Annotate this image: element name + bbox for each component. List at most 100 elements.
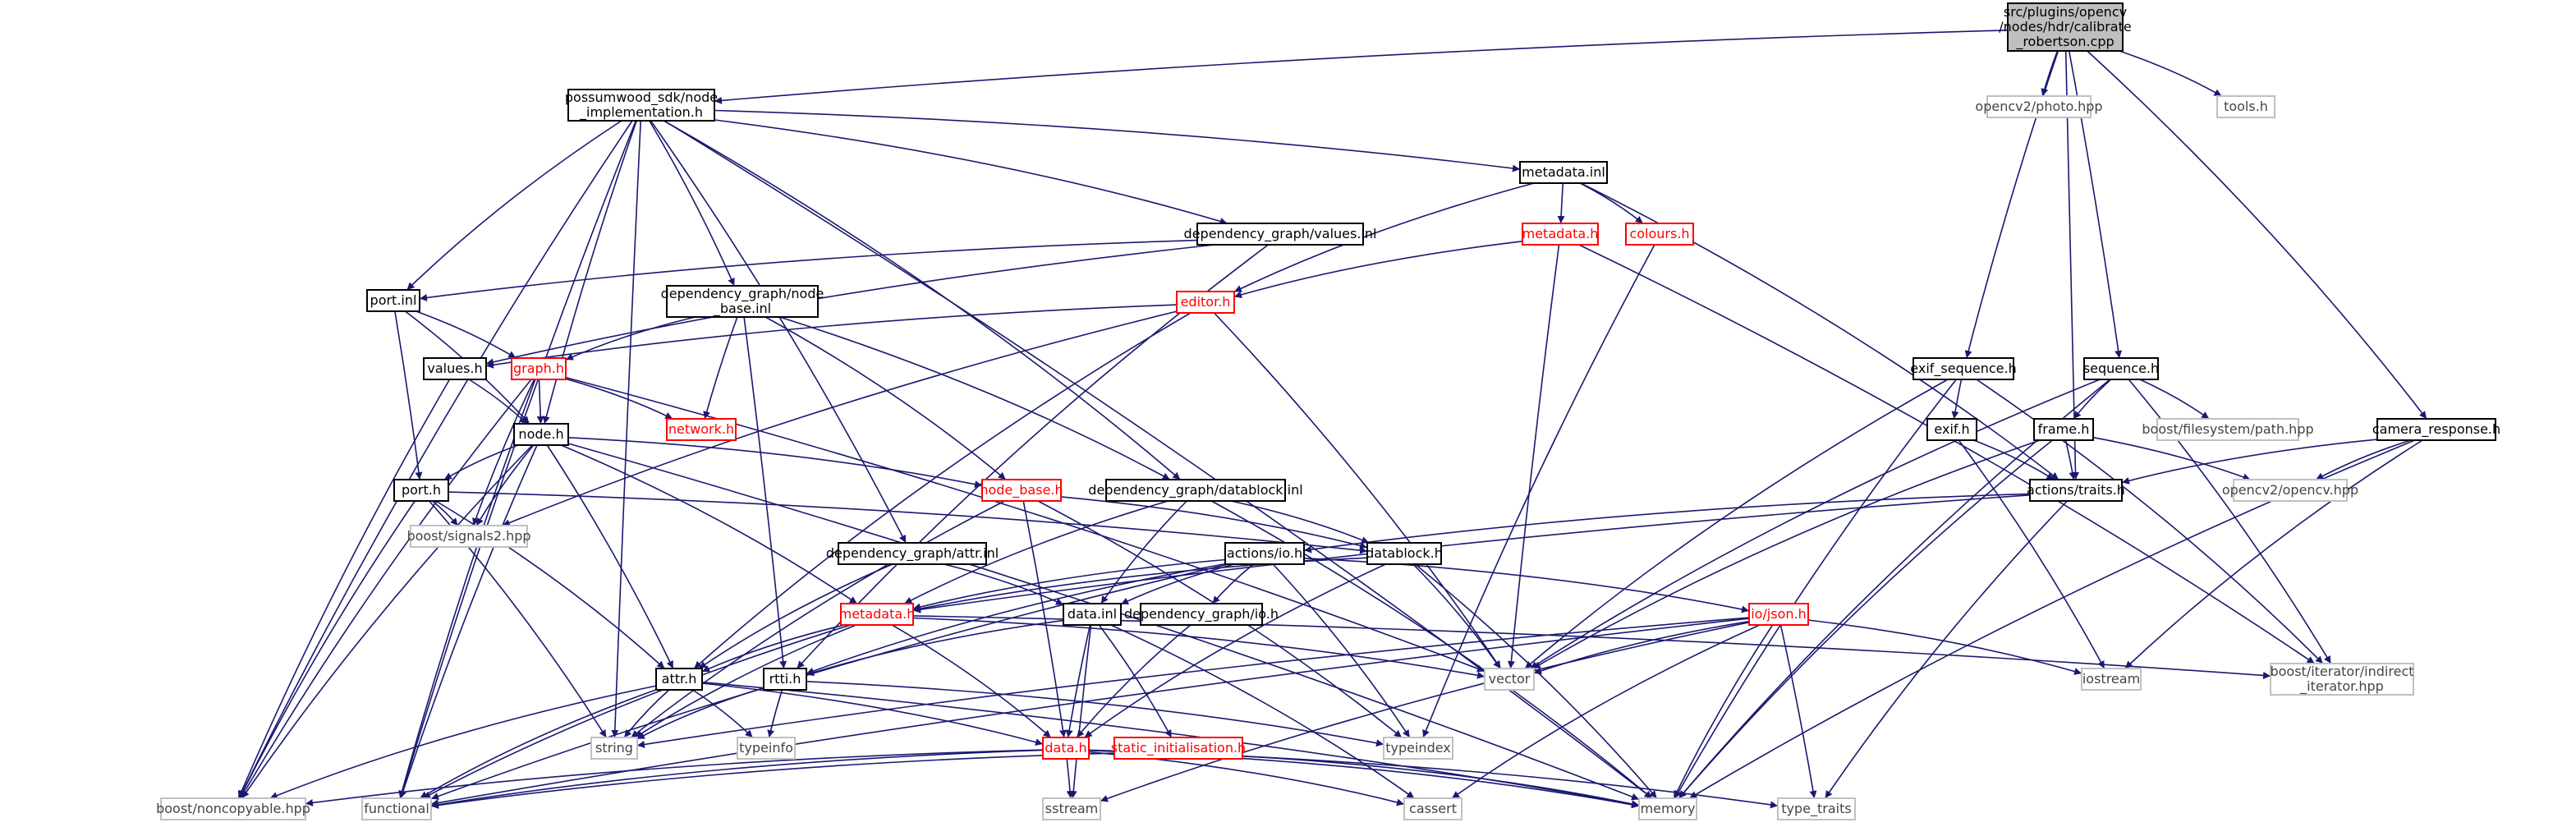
node-colours: colours.h: [1625, 223, 1694, 246]
edge-metadata_h-to-string: [635, 624, 856, 738]
edge-node_impl-to-dg_node_base: [649, 120, 735, 287]
edge-node_impl-to-dg_values: [714, 119, 1228, 225]
node-label: editor.h: [1181, 294, 1231, 310]
node-box: [410, 525, 528, 548]
edge-editor-to-values_h: [485, 304, 1178, 369]
node-boost-signals: boost/signals2.hpp: [406, 525, 531, 548]
edge-attr_h-to-string: [623, 689, 670, 738]
edge-graph_h-to-node_h: [536, 379, 544, 425]
node-data-inl[interactable]: data.inl: [1063, 603, 1122, 626]
node-datablock-h[interactable]: datablock.h: [1366, 542, 1443, 565]
edge-dg_node_base-to-node_base: [765, 316, 1007, 480]
node-photo: opencv2/photo.hpp: [1975, 95, 2103, 118]
node-label: typeinfo: [739, 740, 793, 756]
node-label: boost/iterator/indirect: [2270, 664, 2413, 679]
node-rtti-h[interactable]: rtti.h: [763, 668, 807, 691]
edge-editor-to-vector: [1213, 312, 1502, 669]
node-graph-h: graph.h: [511, 357, 567, 380]
edge-io_json-to-iostream: [1807, 619, 2082, 675]
node-box: [1105, 479, 1286, 502]
edge-port_h-to-boost_signals: [431, 500, 459, 526]
node-exif-seq[interactable]: exif_sequence.h: [1910, 357, 2017, 380]
edge-editor-to-attr_h: [693, 312, 1192, 669]
node-node-impl[interactable]: possumwood_sdk/node_implementation.h: [565, 89, 718, 122]
node-box: [590, 737, 638, 760]
node-box: [2216, 95, 2275, 118]
node-dg-values[interactable]: dependency_graph/values.inl: [1184, 223, 1377, 246]
node-box: [2033, 418, 2094, 441]
node-box: [666, 418, 737, 441]
node-sstream: sstream: [1042, 797, 1101, 820]
node-exif-h[interactable]: exif.h: [1926, 418, 1977, 441]
node-box: [840, 603, 914, 626]
node-label: string: [595, 740, 633, 756]
edge-node_impl-to-boost_noncopy: [238, 120, 633, 799]
edge-attr_h-to-boost_noncopy: [269, 685, 657, 799]
node-label: iostream: [2082, 671, 2140, 687]
node-box: [2029, 479, 2123, 502]
node-label: rtti.h: [769, 671, 801, 687]
node-port-h[interactable]: port.h: [393, 479, 449, 502]
edge-data_h-to-functional: [430, 749, 1044, 809]
edge-dg_datablock_inl-to-data_inl: [1100, 500, 1187, 604]
node-dg-node-base[interactable]: dependency_graph/node_base.inl: [661, 285, 824, 318]
node-label: graph.h: [513, 361, 564, 376]
node-label: _iterator.hpp: [2299, 678, 2384, 695]
node-metadata-inl[interactable]: metadata.inl: [1519, 161, 1608, 184]
edge-data_h-to-sstream: [1066, 758, 1074, 799]
node-box: [1484, 668, 1535, 691]
node-box: [2007, 2, 2124, 52]
node-root[interactable]: src/plugins/opencv/nodes/hdr/calibrate_r…: [1999, 2, 2132, 52]
node-port-inl[interactable]: port.inl: [366, 289, 420, 312]
node-box: [513, 423, 569, 446]
node-box: [2270, 663, 2414, 696]
node-actions-traits[interactable]: actions/traits.h: [2027, 479, 2125, 502]
node-box: [1366, 542, 1442, 565]
node-node-base: node_base.h: [980, 479, 1063, 502]
node-sequence-h[interactable]: sequence.h: [2083, 357, 2159, 380]
edge-exif_seq-to-vector: [1524, 379, 1949, 669]
node-dg-datablock-inl[interactable]: dependency_graph/datablock.inl: [1088, 479, 1303, 502]
node-label: boost/noncopyable.hpp: [156, 801, 310, 816]
edge-dg_values-to-port_inl: [419, 239, 1198, 301]
node-dg-attr-inl[interactable]: dependency_graph/attr.inl: [826, 542, 999, 565]
node-frame-h[interactable]: frame.h: [2033, 418, 2094, 441]
node-dg-io[interactable]: dependency_graph/io.h: [1124, 603, 1279, 626]
node-box: [511, 357, 567, 380]
node-typeindex: typeindex: [1383, 737, 1453, 760]
node-functional: functional: [361, 797, 432, 820]
node-box: [1926, 418, 1977, 441]
edge-dg_node_base-to-network_h: [703, 316, 738, 420]
node-camera-resp[interactable]: camera_response.h: [2372, 418, 2500, 441]
edge-data_inl-to-static_init: [1098, 624, 1173, 738]
node-box: [655, 668, 703, 691]
edge-frame_h-to-memory: [1678, 439, 2053, 799]
edge-editor-to-boost_signals: [502, 310, 1178, 526]
node-box: [1522, 223, 1599, 246]
edge-dg_attr_inl-to-attr_h: [698, 563, 893, 669]
node-box: [737, 737, 796, 760]
edge-io_json-to-functional: [430, 618, 1750, 806]
node-node-h[interactable]: node.h: [513, 423, 569, 446]
node-label: dependency_graph/node: [661, 286, 824, 302]
node-metadata-h: metadata.h: [839, 603, 915, 626]
node-box: [1638, 797, 1697, 820]
node-attr-h[interactable]: attr.h: [655, 668, 703, 691]
node-box: [1403, 797, 1462, 820]
node-box: [2233, 479, 2348, 502]
edge-rtti_h-to-typeindex: [806, 681, 1384, 747]
edge-frame_h-to-opencv_hpp: [2092, 436, 2251, 481]
node-box: [366, 289, 420, 312]
node-label: actions/io.h: [1227, 545, 1302, 561]
edge-camera_resp-to-opencv_hpp: [2315, 439, 2411, 480]
edge-rtti_h-to-string: [636, 687, 765, 740]
node-box: [763, 668, 807, 691]
node-type-traits: type_traits: [1777, 797, 1856, 820]
node-label: possumwood_sdk/node: [565, 90, 718, 106]
node-label: static_initialisation.h: [1111, 740, 1246, 756]
edge-static_init-to-memory: [1242, 755, 1640, 808]
node-values-h[interactable]: values.h: [423, 357, 487, 380]
node-io-json: io/json.h: [1748, 603, 1809, 626]
node-actions-io[interactable]: actions/io.h: [1224, 542, 1305, 565]
node-boost-noncopy: boost/noncopyable.hpp: [156, 797, 310, 820]
